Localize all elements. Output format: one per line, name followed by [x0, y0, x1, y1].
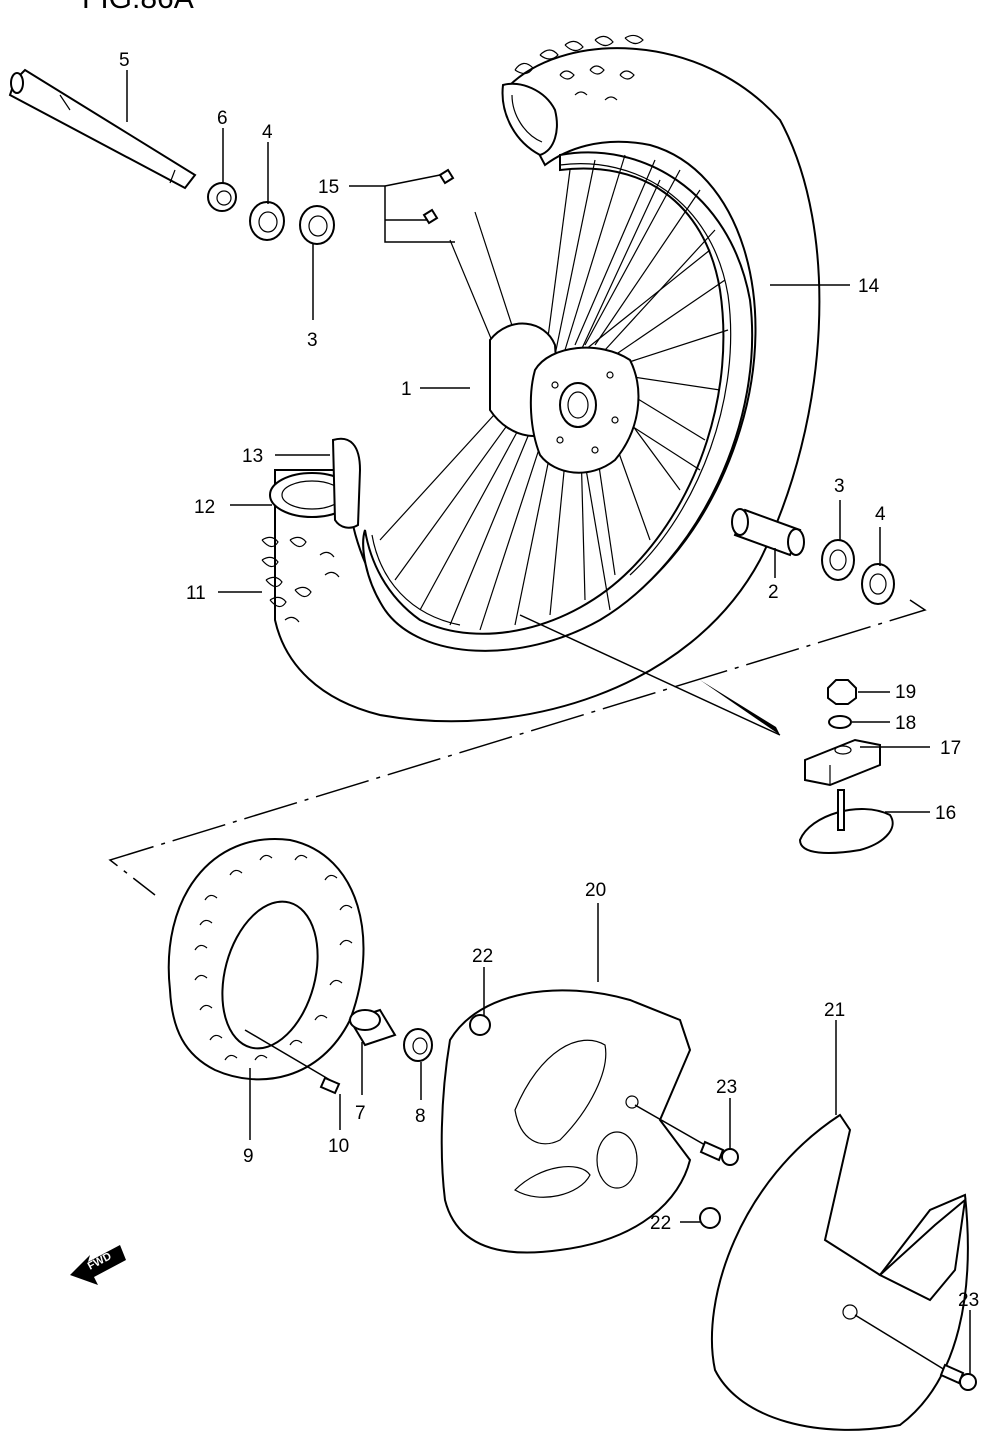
label-5: 5 [119, 50, 130, 71]
axle-spacer [207, 182, 237, 212]
forward-arrow-icon: FWD [70, 1245, 126, 1285]
cover-bolt [634, 1104, 739, 1166]
label-1: 1 [401, 379, 412, 400]
label-21: 21 [824, 1000, 845, 1021]
distance-collar [731, 508, 805, 557]
label-15: 15 [318, 177, 339, 198]
bearing-right [821, 539, 855, 581]
bushing [403, 1028, 433, 1062]
grommet [469, 1014, 491, 1036]
rim-lock-washer [828, 715, 852, 729]
label-7: 7 [355, 1103, 366, 1124]
label-12: 12 [194, 497, 215, 518]
label-14: 14 [858, 276, 880, 297]
part-labels: 5 6 4 3 15 1 14 13 12 11 3 4 2 19 18 17 … [119, 50, 979, 1311]
disc-guard [711, 1113, 969, 1431]
rim [362, 151, 754, 652]
label-23-bottom: 23 [958, 1290, 979, 1311]
label-16: 16 [935, 803, 956, 824]
label-6: 6 [217, 108, 228, 129]
label-23-top: 23 [716, 1077, 737, 1098]
label-22-top: 22 [472, 946, 493, 967]
tube [269, 472, 355, 518]
label-4-top: 4 [262, 122, 273, 143]
leader-lines [126, 70, 971, 1375]
bearing-top [299, 205, 335, 245]
assembly-line-upper [108, 599, 927, 896]
collar [348, 1008, 397, 1047]
label-3-right: 3 [834, 476, 845, 497]
oil-seal-top [249, 201, 285, 241]
brake-disc [167, 838, 365, 1081]
valve-pointer [519, 614, 781, 736]
guard-bolt [854, 1314, 977, 1391]
label-9: 9 [243, 1146, 254, 1167]
disc-bolt [244, 1029, 341, 1095]
tire [261, 34, 821, 723]
axle [8, 68, 197, 190]
label-17: 17 [940, 738, 961, 759]
label-13: 13 [242, 446, 263, 467]
label-22-bottom: 22 [650, 1213, 671, 1234]
oil-seal-right [861, 563, 895, 605]
disc-cover [440, 989, 692, 1254]
hub [489, 322, 640, 474]
label-18: 18 [895, 713, 916, 734]
label-20: 20 [585, 880, 606, 901]
rim-lock-block [804, 738, 881, 787]
rim-lock-nut [827, 679, 857, 705]
label-11: 11 [186, 583, 206, 604]
label-2: 2 [768, 582, 779, 603]
label-10: 10 [328, 1136, 349, 1157]
label-3-top: 3 [307, 330, 318, 351]
grommet-2 [699, 1207, 721, 1229]
label-19: 19 [895, 682, 916, 703]
label-8: 8 [415, 1106, 426, 1127]
figure-title: FIG.86A [82, 0, 194, 15]
rim-lock [798, 789, 894, 854]
label-4-right: 4 [875, 504, 886, 525]
rim-band [331, 437, 362, 529]
